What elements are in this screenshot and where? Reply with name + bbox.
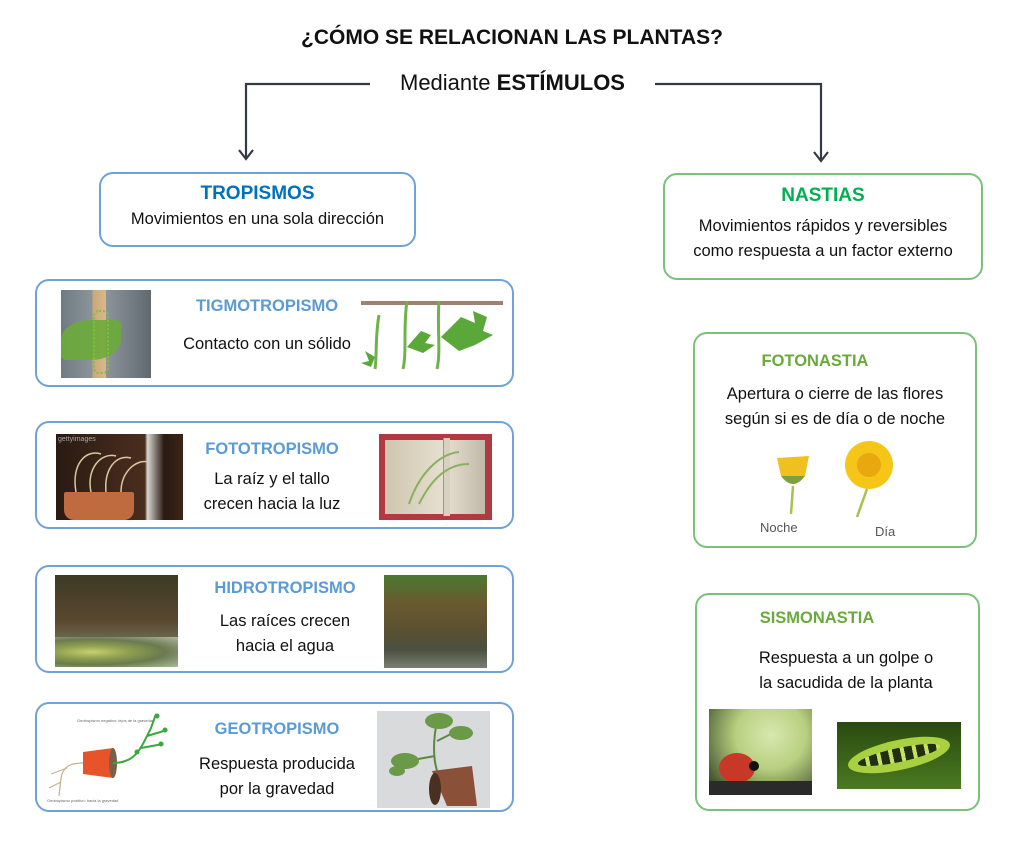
climbing-vine-illustration xyxy=(361,300,503,370)
hidrotropismo-heading: HIDROTROPISMO xyxy=(214,579,356,597)
fotonastia-description: Apertura o cierre de las flores según si… xyxy=(695,382,975,432)
sismonastia-box: SISMONASTIA Respuesta a un golpe o la sa… xyxy=(695,593,980,811)
geotropismo-description: Respuesta producida por la gravedad xyxy=(167,752,387,802)
nastias-description-line: Movimientos rápidos y reversibles xyxy=(698,217,948,235)
right-connector xyxy=(655,82,823,160)
fotonastia-box: FOTONASTIA Apertura o cierre de las flor… xyxy=(693,332,977,548)
tigmotropismo-description: Contacto con un sólido xyxy=(183,335,351,353)
subtitle-emphasis: ESTÍMULOS xyxy=(496,70,625,95)
closed-flytrap-photo xyxy=(837,722,961,789)
tropismos-description: Movimientos en una sola dirección xyxy=(130,210,385,228)
pot-diagram-illustration: Geotropismo negativo: lejos de la graved… xyxy=(47,713,168,803)
sismonastia-heading: SISMONASTIA xyxy=(759,609,875,627)
diagram-label-negative: Geotropismo negativo: lejos de la graved… xyxy=(77,718,154,723)
nastias-heading: NASTIAS xyxy=(781,185,865,206)
sismonastia-line: la sacudida de la planta xyxy=(759,674,933,692)
page-title: ¿CÓMO SE RELACIONAN LAS PLANTAS? xyxy=(301,26,723,49)
closed-dandelion-illustration xyxy=(777,456,809,515)
diagram-label-positive: Geotropismo positivo: hacia la gravedad xyxy=(47,798,118,803)
fotonastia-line: según si es de día o de noche xyxy=(724,410,946,428)
left-arrowhead-icon xyxy=(238,149,254,161)
hidrotropismo-description: Las raíces crecen hacia el agua xyxy=(185,609,385,659)
plant-in-box-photo xyxy=(379,434,492,520)
tipped-pot-plant-photo xyxy=(377,711,490,808)
hidrotropismo-box: HIDROTROPISMO Las raíces crecen hacia el… xyxy=(35,565,514,673)
subtitle-prefix: Mediante xyxy=(400,70,491,95)
right-arrowhead-icon xyxy=(813,151,829,163)
caption-dia: Día xyxy=(875,524,896,539)
left-connector xyxy=(244,82,370,158)
geotropismo-box: Geotropismo negativo: lejos de la graved… xyxy=(35,702,514,812)
caption-noche: Noche xyxy=(760,520,798,535)
nastias-description-line: como respuesta a un factor externo xyxy=(693,242,953,260)
tree-by-water-photo xyxy=(384,575,487,668)
ladybug-in-flytrap-photo xyxy=(709,709,812,795)
sismonastia-description: Respuesta a un golpe o la sacudida de la… xyxy=(711,646,981,696)
sismonastia-line: Respuesta a un golpe o xyxy=(758,649,934,667)
fototropismo-line: crecen hacia la luz xyxy=(203,495,341,513)
hidrotropismo-line: hacia el agua xyxy=(235,637,335,655)
fototropismo-box: gettyimages FOTOTROPISMO La raíz y el ta… xyxy=(35,421,514,529)
tropismos-heading: TROPISMOS xyxy=(200,183,315,204)
sprouts-in-pot-photo: gettyimages xyxy=(56,434,183,520)
subtitle: Mediante ESTÍMULOS xyxy=(370,70,655,96)
tigmotropismo-box: TIGMOTROPISMO Contacto con un sólido xyxy=(35,279,514,387)
nastias-description: Movimientos rápidos y reversibles como r… xyxy=(665,214,981,264)
fotonastia-line: Apertura o cierre de las flores xyxy=(726,385,944,403)
geotropismo-line: por la gravedad xyxy=(219,780,335,798)
fototropismo-line: La raíz y el tallo xyxy=(214,470,330,488)
nastias-box: NASTIAS Movimientos rápidos y reversible… xyxy=(663,173,983,280)
fototropismo-description: La raíz y el tallo crecen hacia la luz xyxy=(177,467,367,517)
tropismos-box: TROPISMOS Movimientos en una sola direcc… xyxy=(99,172,416,247)
watermark: gettyimages xyxy=(58,436,96,443)
geotropismo-heading: GEOTROPISMO xyxy=(214,720,340,738)
tigmotropismo-heading: TIGMOTROPISMO xyxy=(195,297,339,315)
tendril-on-stick-photo xyxy=(61,290,151,378)
geotropismo-line: Respuesta producida xyxy=(199,755,355,773)
open-dandelion-illustration xyxy=(845,441,893,518)
fototropismo-heading: FOTOTROPISMO xyxy=(205,440,339,458)
fotonastia-heading: FOTONASTIA xyxy=(761,352,869,370)
hidrotropismo-line: Las raíces crecen xyxy=(219,612,351,630)
mangrove-roots-photo xyxy=(55,575,178,667)
